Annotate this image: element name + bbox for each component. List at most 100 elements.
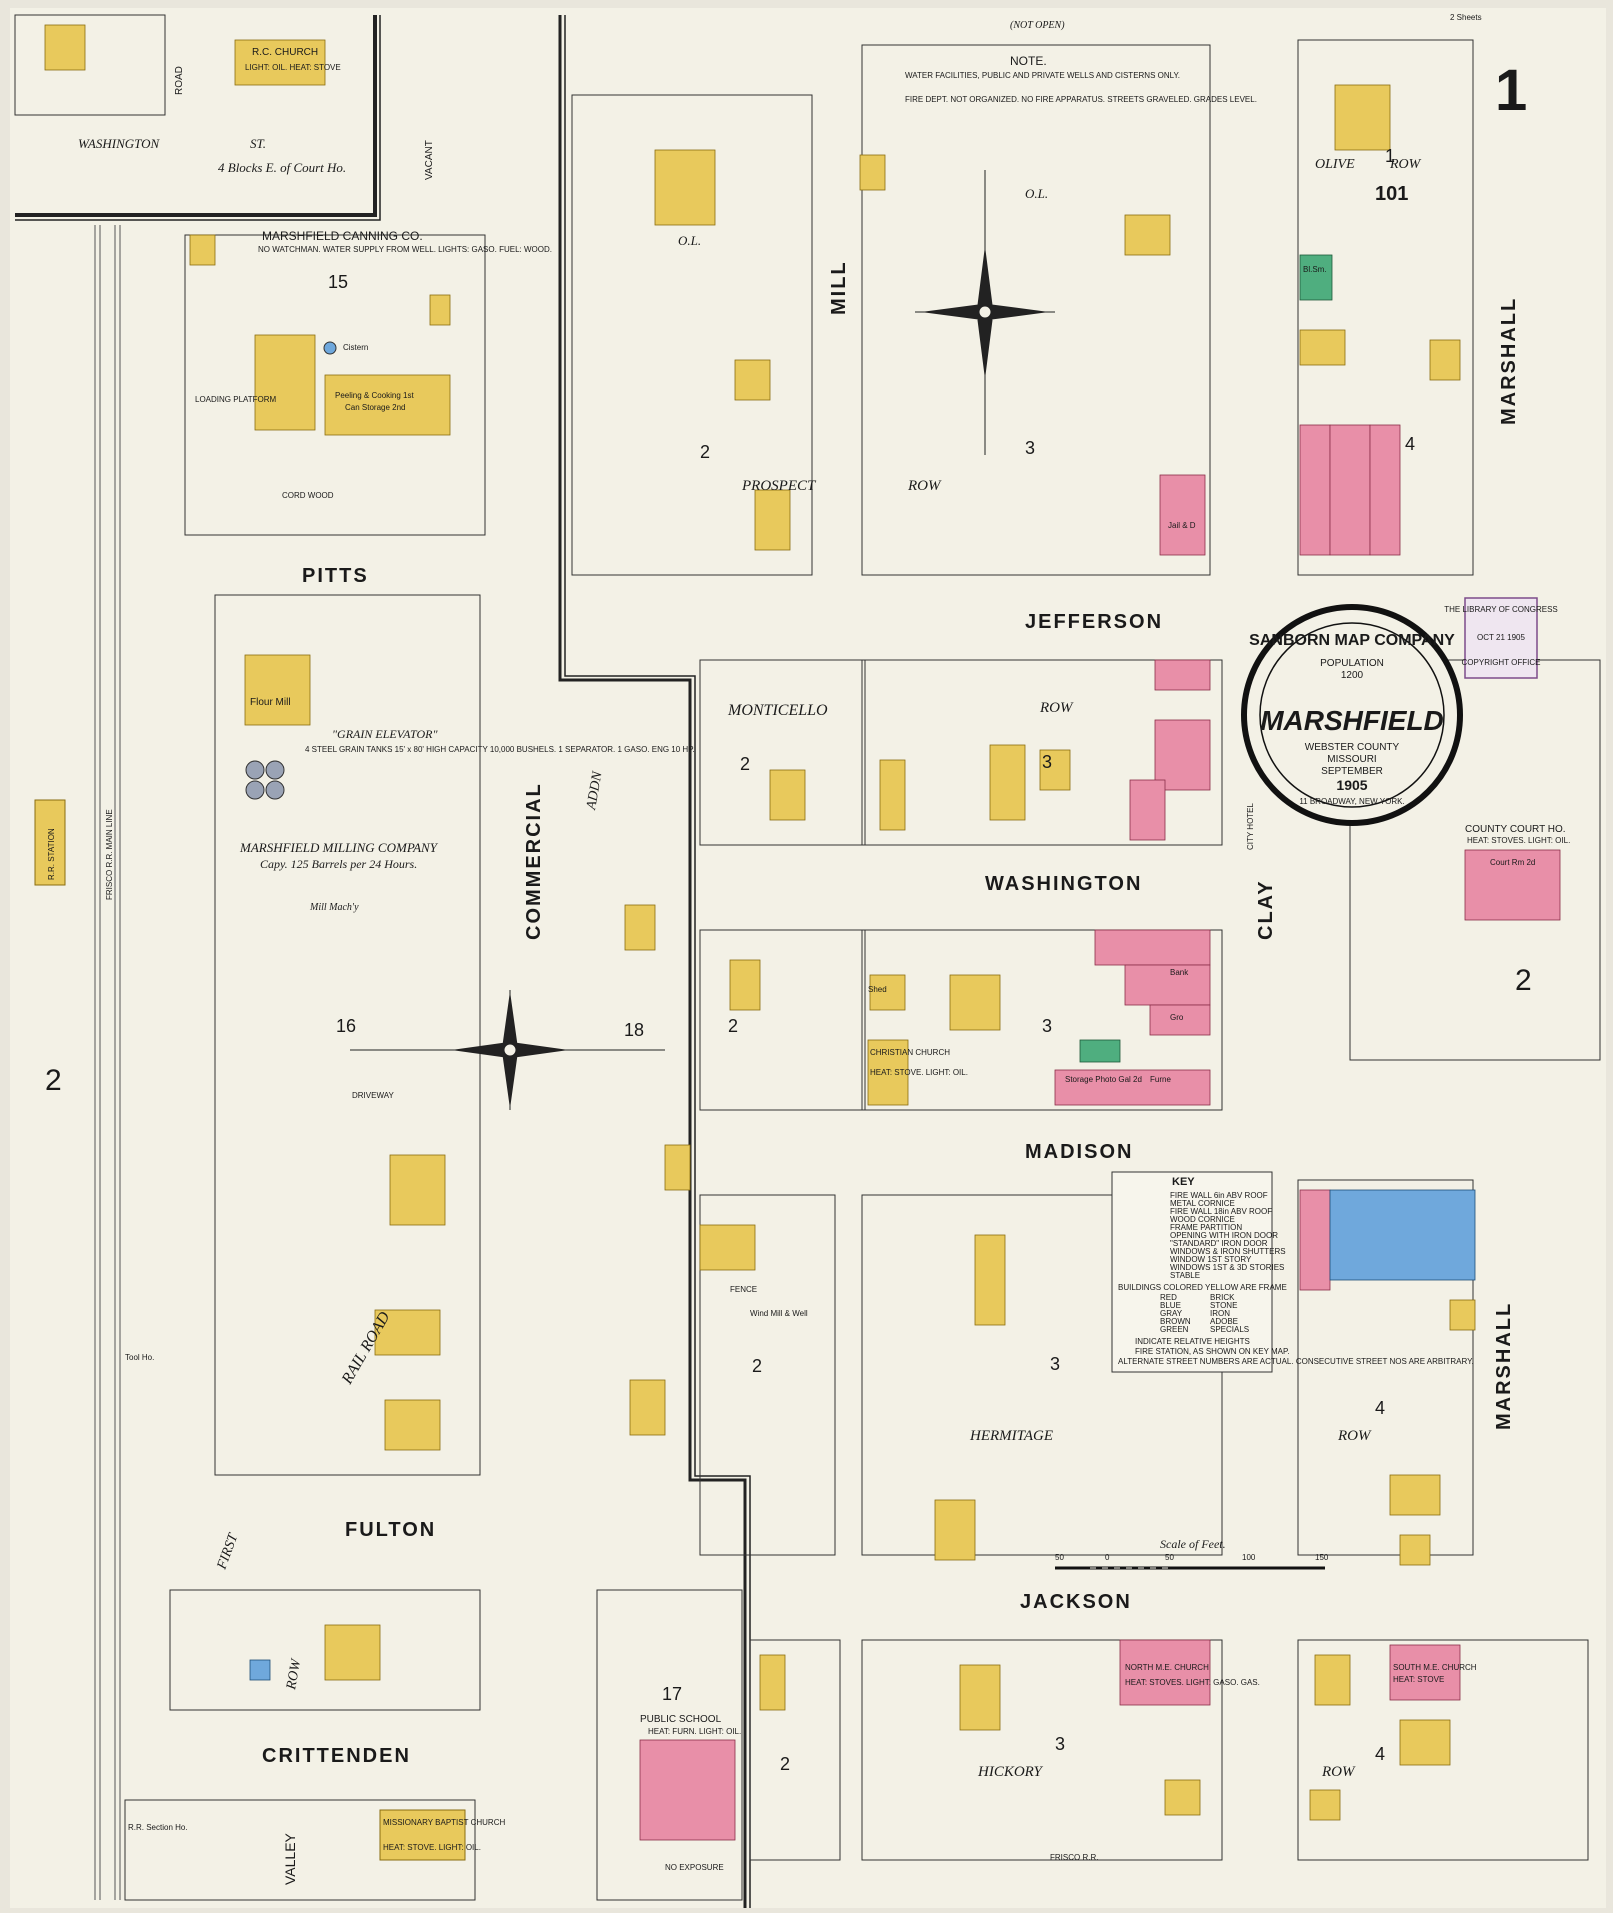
scale-tick: 100 (1242, 1553, 1256, 1562)
driveway-label: DRIVEWAY (352, 1091, 394, 1100)
county-court-label: COUNTY COURT HO. (1465, 824, 1566, 835)
key-meaning: BRICK (1210, 1293, 1235, 1302)
can-storage-label: Can Storage 2nd (345, 403, 406, 412)
key-colors-title: BUILDINGS COLORED YELLOW ARE FRAME (1118, 1283, 1287, 1292)
block-number: 2 (700, 442, 710, 462)
county-court-note: HEAT: STOVES. LIGHT: OIL. (1467, 836, 1570, 845)
sub-hermitage-row: ROW (1337, 1428, 1372, 1444)
key-color: BLUE (1160, 1301, 1181, 1310)
christian-church-label: CHRISTIAN CHURCH (870, 1048, 950, 1057)
north-me-label: NORTH M.E. CHURCH (1125, 1663, 1209, 1672)
scale-tick: 0 (1105, 1553, 1110, 1562)
street-jackson: JACKSON (1020, 1591, 1132, 1613)
block-number: 4 (1375, 1744, 1385, 1764)
compass-rose-north (915, 170, 1055, 455)
rc-church-label: R.C. CHURCH (252, 47, 318, 58)
milling-capacity: Capy. 125 Barrels per 24 Hours. (260, 857, 417, 871)
block-number: 15 (328, 272, 348, 292)
street-vacant: VACANT (424, 140, 435, 180)
block-number: 3 (1050, 1354, 1060, 1374)
street-clay: CLAY (1255, 879, 1277, 940)
fence-label: FENCE (730, 1285, 757, 1294)
missionary-baptist-note: HEAT: STOVE. LIGHT: OIL. (383, 1843, 481, 1852)
frisco-main-line-label: FRISCO R.R. MAIN LINE (105, 809, 114, 900)
street-pitts: PITTS (302, 565, 369, 587)
sub-monticello-row: ROW (1039, 700, 1074, 716)
key-color: GREEN (1160, 1325, 1189, 1334)
block-number: 16 (336, 1016, 356, 1036)
block-number: 3 (1042, 752, 1052, 772)
rc-church-note: LIGHT: OIL. HEAT: STOVE (245, 63, 341, 72)
seal-month: SEPTEMBER (1321, 766, 1383, 777)
key-color: RED (1160, 1293, 1177, 1302)
seal-address: 11 BROADWAY, NEW YORK. (1299, 797, 1404, 806)
key-meaning: STONE (1210, 1301, 1237, 1310)
mill-mach-label: Mill Mach'y (309, 902, 359, 913)
south-me-note: HEAT: STOVE (1393, 1675, 1444, 1684)
no-exposure-label: NO EXPOSURE (665, 1863, 724, 1872)
title-seal: SANBORN MAP COMPANY POPULATION 1200 MARS… (1241, 604, 1463, 826)
scale-title: Scale of Feet. (1160, 1537, 1226, 1551)
map-key: KEY FIRE WALL 6in ABV ROOF METAL CORNICE… (1111, 1171, 1474, 1373)
key-numbers-note: ALTERNATE STREET NUMBERS ARE ACTUAL. CON… (1118, 1357, 1474, 1366)
seal-county: WEBSTER COUNTY (1305, 742, 1400, 753)
scale-of-feet: Scale of Feet. 50 0 50 100 150 (1055, 1537, 1329, 1570)
block-number: 1 (1385, 146, 1395, 166)
missionary-baptist-church: MISSIONARY BAPTIST CHURCH HEAT: STOVE. L… (379, 1809, 505, 1861)
christian-church-note: HEAT: STOVE. LIGHT: OIL. (870, 1068, 968, 1077)
street-mill: MILL (828, 260, 850, 315)
milling-co-label: MARSHFIELD MILLING COMPANY (239, 840, 439, 855)
key-meaning: ADOBE (1210, 1317, 1238, 1326)
stone-buildings (249, 1189, 1476, 1681)
bank-label: Bank (1170, 968, 1189, 977)
tool-ho-label: Tool Ho. (125, 1353, 154, 1362)
adjacent-sheet-right: 2 (1515, 964, 1532, 997)
sub-hickory-row: ROW (1321, 1764, 1356, 1780)
note-water: WATER FACILITIES, PUBLIC AND PRIVATE WEL… (905, 71, 1180, 80)
windmill-label: Wind Mill & Well (750, 1309, 808, 1318)
brick-buildings (639, 424, 1561, 1841)
block-number: 2 (780, 1754, 790, 1774)
canning-co-label: MARSHFIELD CANNING CO. (262, 229, 423, 243)
block-number: 2 (728, 1016, 738, 1036)
public-school-label: PUBLIC SCHOOL (640, 1714, 722, 1725)
street-crittenden: CRITTENDEN (262, 1745, 411, 1767)
key-meaning: SPECIALS (1210, 1325, 1249, 1334)
scale-tick: 150 (1315, 1553, 1329, 1562)
street-jefferson: JEFFERSON (1025, 611, 1163, 633)
block-number: 3 (1042, 1016, 1052, 1036)
block-number: 17 (662, 1684, 682, 1704)
flour-mill-label: Flour Mill (250, 697, 291, 708)
sheet-boundary-lines (15, 15, 751, 1908)
north-me-note: HEAT: STOVES. LIGHT: GASO. GAS. (1125, 1678, 1260, 1687)
key-title: KEY (1172, 1176, 1195, 1188)
railroad-tracks (94, 225, 121, 1900)
block-number: 2 (752, 1356, 762, 1376)
street-addn: ADDN (584, 770, 606, 812)
grain-elevator-note: 4 STEEL GRAIN TANKS 15' x 80' HIGH CAPAC… (305, 745, 695, 754)
missionary-baptist-label: MISSIONARY BAPTIST CHURCH (383, 1818, 505, 1827)
storage-photo-label: Storage Photo Gal 2d (1065, 1075, 1142, 1084)
jail-label: Jail & D (1168, 521, 1196, 530)
seal-state: MISSOURI (1327, 754, 1376, 765)
stamp-line-2: OCT 21 1905 (1477, 633, 1525, 642)
grain-elevator-label: "GRAIN ELEVATOR" (332, 727, 438, 741)
key-line: METAL CORNICE (1170, 1199, 1235, 1208)
sub-ot-2: O.L. (1025, 186, 1048, 201)
key-meaning: IRON (1210, 1309, 1230, 1318)
key-fire-station: FIRE STATION, AS SHOWN ON KEY MAP. (1135, 1347, 1290, 1356)
key-line: FRAME PARTITION (1170, 1223, 1242, 1232)
block-number: 4 (1375, 1398, 1385, 1418)
washington-note: 4 Blocks E. of Court Ho. (218, 160, 346, 175)
block-number: 18 (624, 1020, 644, 1040)
street-valley: VALLEY (282, 1832, 298, 1885)
public-school-note: HEAT: FURN. LIGHT: OIL. (648, 1727, 741, 1736)
scale-tick: 50 (1055, 1553, 1064, 1562)
key-line: WINDOW 1ST STORY (1170, 1255, 1252, 1264)
key-line: WINDOWS 1ST & 3D STORIES (1170, 1263, 1284, 1272)
shed-label: Shed (868, 985, 887, 994)
key-color: GRAY (1160, 1309, 1183, 1318)
rr-section-ho-label: R.R. Section Ho. (128, 1823, 188, 1832)
seal-year: 1905 (1336, 777, 1367, 793)
street-madison: MADISON (1025, 1141, 1133, 1163)
